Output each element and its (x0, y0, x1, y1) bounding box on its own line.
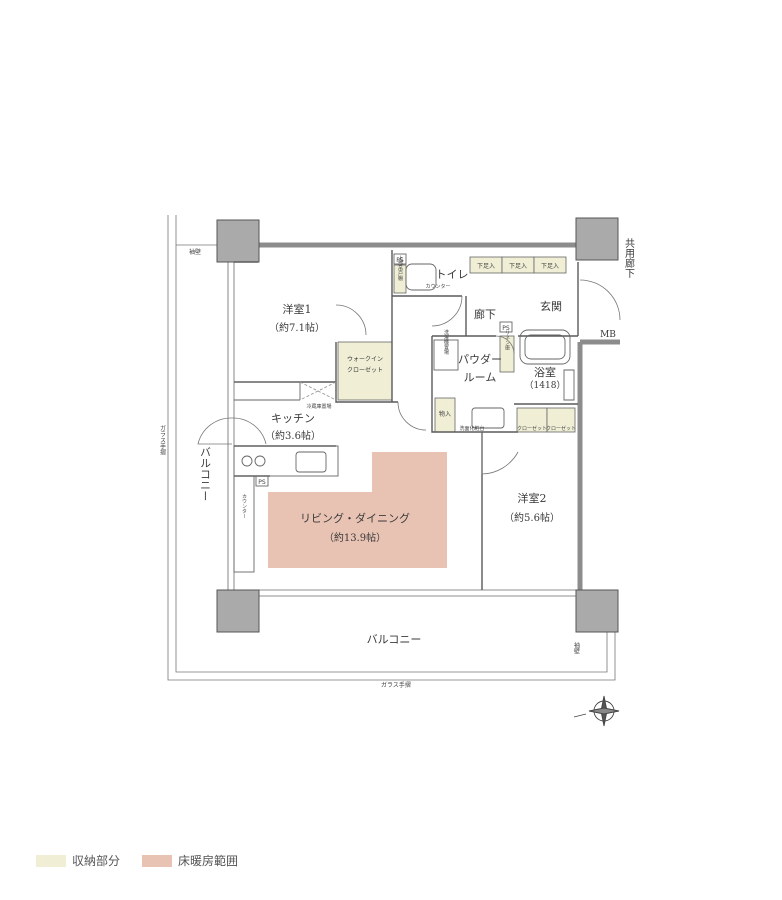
kitchen-counter (233, 445, 339, 477)
north-compass-icon (573, 695, 620, 727)
room-label-western2: 洋室2 (518, 491, 547, 505)
label-counter-1: カウンター (425, 283, 450, 290)
label-vanity: 洗面化粧台 (459, 425, 484, 432)
room-size-bath: （1418） (525, 380, 566, 391)
room-label-powder-2: ルーム (464, 371, 497, 384)
label-linen: リネン庫 (504, 330, 510, 351)
ps-box-toilet (393, 253, 407, 265)
room-label-balcony-side: バルコニー (199, 447, 212, 502)
bath-fixtures (393, 253, 575, 429)
pillar-bottom-right (575, 589, 619, 633)
room-label-walkin-2: クローゼット (347, 366, 383, 374)
pillar-top-right (575, 217, 619, 261)
room-label-entrance: 玄関 (540, 299, 562, 313)
label-glass-rail-left: ガラス手摺 (159, 424, 166, 456)
floor-heating-area (268, 452, 447, 568)
room-label-powder-1: パウダー (458, 352, 502, 366)
label-upper-cabinet: 上部吊戸棚 (397, 255, 403, 282)
vanity-sink (471, 407, 505, 429)
pillars (216, 217, 619, 633)
closet-area-2 (546, 407, 576, 433)
label-wall-top: 袖壁 (189, 248, 201, 256)
label-closet-2: クローゼット (546, 425, 576, 432)
label-closet-1: クローゼット (517, 425, 547, 432)
pillar-top-left (216, 219, 260, 263)
ps-box-bath (499, 321, 513, 333)
shoe-cabinet-3 (533, 256, 567, 274)
room-label-hallway: 廊下 (474, 307, 496, 321)
exterior-walls (258, 242, 620, 590)
room-label-living: リビング・ダイニング (300, 511, 410, 525)
label-storage-room: 物入 (439, 410, 451, 418)
room-label-western1: 洋室1 (283, 302, 312, 316)
pillar-bottom-left (216, 589, 260, 633)
room-size-western1: （約7.1帖） (269, 321, 325, 334)
room-label-balcony-bottom: バルコニー (367, 633, 422, 646)
legend-label-storage: 収納部分 (72, 854, 121, 868)
room-size-kitchen: （約3.6帖） (265, 429, 321, 442)
label-shoe-2: 下足入 (509, 263, 527, 270)
legend-item-floor-heating: 床暖房範囲 (142, 852, 238, 869)
label-fridge: 冷蔵庫置場 (306, 403, 331, 410)
toilet-tank (405, 263, 437, 291)
room-size-western2: （約5.6帖） (504, 511, 560, 524)
ps-box-kitchen (255, 475, 269, 487)
kitchen-fixtures (233, 381, 339, 573)
room-label-toilet: トイレ (436, 268, 469, 281)
legend-swatch-storage (36, 854, 66, 867)
label-wall-right: 袖壁 (573, 641, 580, 654)
kitchen-sink (295, 451, 327, 473)
legend-swatch-floor-heating (142, 854, 173, 867)
walkin-closet-area (337, 341, 393, 401)
storage-areas (337, 256, 576, 433)
label-washer: 洗濯機置場 (443, 329, 449, 356)
door-swings (197, 279, 621, 475)
label-shoe-1: 下足入 (477, 263, 495, 270)
room-label-walkin-1: ウォークイン (347, 355, 383, 363)
legend-item-storage: 収納部分 (36, 852, 120, 869)
legend: 収納部分 床暖房範囲 (36, 852, 238, 869)
label-ps-1: PS (396, 257, 404, 264)
stove-burner-1 (241, 455, 253, 467)
room-label-mb: MB (600, 330, 616, 340)
room-label-shared-corridor: 共用廊下 (623, 238, 635, 279)
bathtub-inner (524, 334, 566, 360)
room-size-living: （約13.9帖） (324, 531, 386, 544)
room-label-kitchen: キッチン (271, 412, 315, 425)
room-label-bath: 浴室 (534, 365, 556, 379)
side-counter (233, 475, 255, 573)
label-counter-2: カウンター (241, 494, 247, 519)
label-shoe-3: 下足入 (541, 263, 559, 270)
legend-label-floor-heating: 床暖房範囲 (178, 854, 239, 868)
label-ps-3: PS (258, 479, 266, 486)
label-glass-rail-bottom: ガラス手摺 (381, 681, 411, 689)
label-ps-2: PS (502, 325, 510, 332)
stove-burner-2 (254, 455, 266, 467)
bathtub (519, 329, 571, 365)
washer-box (433, 339, 459, 371)
